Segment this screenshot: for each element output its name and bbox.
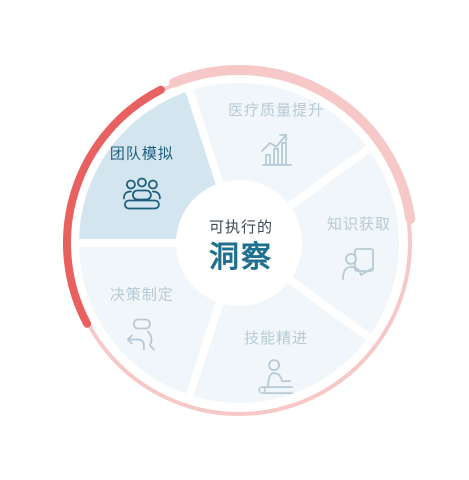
segment-decision[interactable]: 决策制定 [79, 246, 216, 394]
segment-team[interactable]: 团队模拟 [79, 92, 216, 240]
segment-team-shape[interactable] [79, 92, 216, 240]
segment-skills-shape[interactable] [193, 283, 367, 403]
segment-decision-label: 决策制定 [110, 286, 174, 304]
outer-arc-light [169, 65, 416, 224]
person-board-icon [342, 248, 374, 280]
segment-knowledge[interactable]: 知识获取 [292, 152, 399, 334]
person-desk-icon [258, 359, 294, 395]
segment-quality[interactable]: 医疗质量提升 [193, 82, 367, 203]
segment-team-label: 团队模拟 [110, 145, 174, 163]
segment-knowledge-shape[interactable] [292, 152, 399, 334]
chart-growth-icon [261, 133, 293, 166]
team-icon [122, 177, 161, 210]
segment-knowledge-label: 知识获取 [327, 215, 391, 233]
segment-skills[interactable]: 技能精进 [193, 283, 367, 403]
segment-skills-label: 技能精进 [244, 329, 308, 347]
center-hub [179, 183, 299, 303]
center-title: 洞察 [209, 240, 273, 275]
center-subtitle: 可执行的 [209, 218, 273, 236]
decision-path-icon [126, 318, 155, 351]
outer-arc-highlight [63, 85, 165, 328]
segment-quality-label: 医疗质量提升 [228, 101, 324, 119]
